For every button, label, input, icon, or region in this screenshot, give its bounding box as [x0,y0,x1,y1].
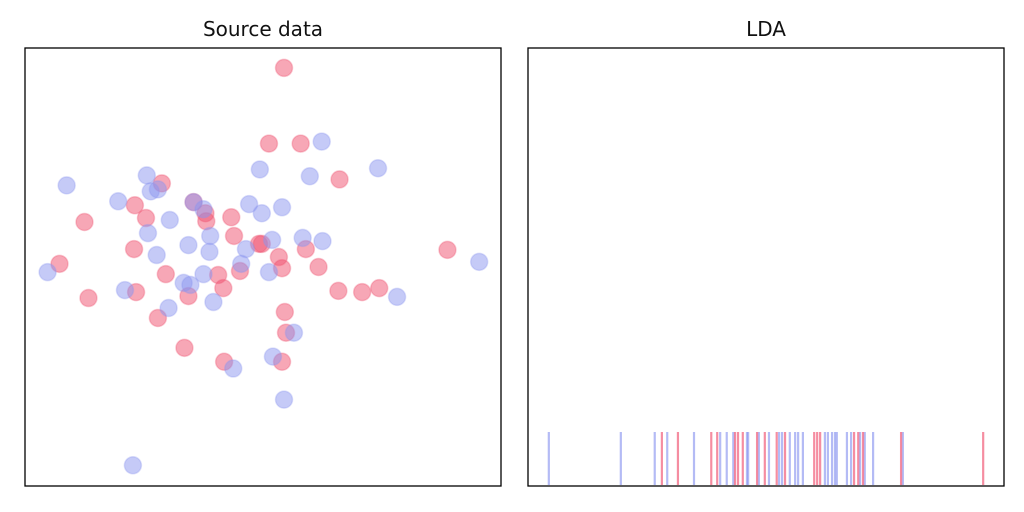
scatter-point-class_b [387,287,407,307]
scatter-point-class_b [368,159,388,178]
scatter-point-class_b [274,390,294,409]
scatter-point-class_a [156,264,176,284]
scatter-point-class_b [194,264,213,284]
scatter-point-class_b [231,254,251,274]
scatter-point-class_b [313,231,332,251]
source-data-panel: Source data [24,17,502,487]
scatter-point-class_b [181,275,200,295]
scatter-point-class_a [352,282,372,302]
scatter-point-class_b [115,280,135,300]
source-data-title: Source data [203,17,323,41]
scatter-point-class_a [148,308,168,328]
scatter-point-class_b [312,132,331,151]
scatter-point-class_b [160,210,180,230]
scatter-point-class_b [284,323,304,342]
scatter-point-class_b [252,203,272,223]
scatter-point-class_a [175,338,194,358]
scatter-point-class_a [224,226,244,246]
scatter-point-class_a [291,134,310,153]
scatter-point-class_b [159,298,178,318]
scatter-point-class_b [469,252,489,272]
scatter-point-class_b [200,242,219,262]
scatter-point-class_a [275,302,295,322]
lda-title: LDA [746,17,786,41]
scatter-point-class_b [204,292,223,312]
scatter-point-class_a [259,134,279,153]
scatter-point-class_b [239,194,259,214]
scatter-point-class_a [75,212,94,232]
scatter-point-class_b [300,166,320,186]
scatter-point-class_a [136,208,156,228]
scatter-point-class_b [137,166,157,185]
scatter-point-class_b [194,200,213,219]
scatter-point-class_a [214,278,233,298]
scatter-point-class_b [138,223,158,243]
lda-panel: LDA [527,17,1005,487]
scatter-point-class_b [262,230,282,250]
scatter-point-class_b [200,226,220,246]
lda-plot-area [527,47,1005,487]
scatter-point-class_a [369,278,389,298]
scatter-points [38,58,489,475]
scatter-point-class_a [329,281,348,301]
scatter-point-class_a [79,288,98,308]
scatter-point-class_b [272,198,292,217]
scatter-point-class_a [50,254,69,274]
scatter-point-class_b [179,235,198,255]
scatter-point-class_a [125,196,145,215]
scatter-point-class_a [274,58,294,78]
scatter-point-class_b [259,262,279,282]
scatter-point-class_b [250,160,270,179]
scatter-point-class_a [222,207,241,227]
scatter-point-class_b [108,192,128,211]
scatter-point-class_a [124,239,144,259]
scatter-point-class_b [38,262,57,282]
rug-lines [547,432,985,485]
scatter-point-class_a [330,170,349,189]
scatter-point-class_b [293,228,312,248]
scatter-point-class_b [263,347,283,366]
scatter-point-class_a [438,240,457,260]
scatter-point-class_b [123,456,143,475]
scatter-point-class_a [309,257,328,277]
scatter-point-class_b [147,245,166,265]
scatter-point-class_b [57,176,76,195]
scatter-point-class_b [148,180,168,199]
scatter-point-class_b [224,359,243,378]
